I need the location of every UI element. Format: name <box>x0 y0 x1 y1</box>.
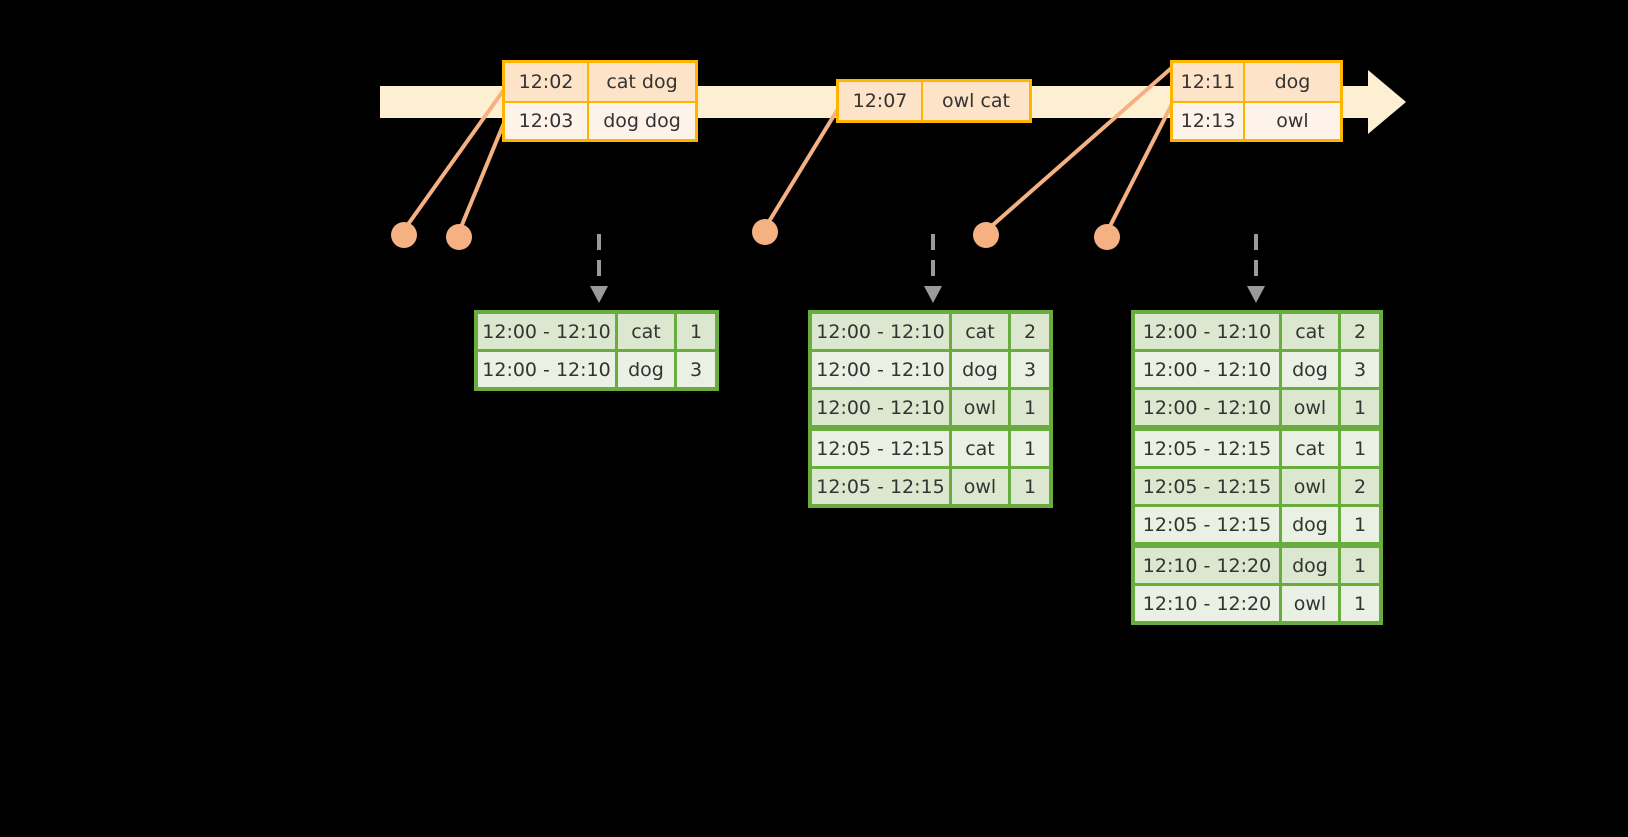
arrow-head-icon <box>1247 286 1265 303</box>
arrow-head-icon <box>924 286 942 303</box>
cell-count: 1 <box>1341 586 1379 621</box>
timeline-event-row[interactable]: 12:02 cat dog <box>505 63 695 101</box>
arrow-shaft <box>931 234 935 292</box>
cell-count: 1 <box>1011 431 1049 466</box>
cell-count: 3 <box>677 352 715 387</box>
dashed-arrow-to-table-3 <box>1247 234 1265 306</box>
arrow-head-icon <box>590 286 608 303</box>
cell-word: cat <box>952 314 1008 349</box>
event-time: 12:11 <box>1173 63 1245 101</box>
cell-count: 2 <box>1341 469 1379 504</box>
cell-word: dog <box>618 352 674 387</box>
connector-dot-1 <box>391 222 417 248</box>
cell-window: 12:10 - 12:20 <box>1135 586 1279 621</box>
timeline-event-row[interactable]: 12:03 dog dog <box>505 101 695 139</box>
cell-window: 12:00 - 12:10 <box>1135 352 1279 387</box>
cell-word: dog <box>952 352 1008 387</box>
cell-window: 12:05 - 12:15 <box>1135 507 1279 542</box>
cell-window: 12:10 - 12:20 <box>1135 548 1279 583</box>
cell-word: dog <box>1282 507 1338 542</box>
timeline-event-group-1[interactable]: 12:02 cat dog 12:03 dog dog <box>502 60 698 142</box>
event-time: 12:07 <box>839 82 923 120</box>
arrow-shaft <box>597 234 601 292</box>
cell-count: 1 <box>1341 548 1379 583</box>
dashed-arrow-to-table-1 <box>590 234 608 306</box>
cell-window: 12:00 - 12:10 <box>812 390 949 425</box>
event-time: 12:02 <box>505 63 589 101</box>
cell-word: owl <box>952 469 1008 504</box>
dashed-arrow-to-table-2 <box>924 234 942 306</box>
event-words: dog <box>1245 63 1340 101</box>
cell-word: owl <box>1282 469 1338 504</box>
connector-dot-4 <box>973 222 999 248</box>
cell-count: 1 <box>1341 431 1379 466</box>
cell-word: cat <box>1282 431 1338 466</box>
cell-word: dog <box>1282 548 1338 583</box>
event-time: 12:03 <box>505 103 589 139</box>
event-time: 12:13 <box>1173 103 1245 139</box>
timeline-arrowhead-icon <box>1368 70 1406 134</box>
cell-word: owl <box>1282 586 1338 621</box>
cell-window: 12:00 - 12:10 <box>1135 314 1279 349</box>
cell-window: 12:00 - 12:10 <box>1135 390 1279 425</box>
cell-word: owl <box>1282 390 1338 425</box>
timeline-event-row[interactable]: 12:13 owl <box>1173 101 1340 139</box>
cell-count: 1 <box>1011 469 1049 504</box>
cell-window: 12:05 - 12:15 <box>812 469 949 504</box>
cell-count: 1 <box>1011 390 1049 425</box>
connector-line-2 <box>457 117 508 233</box>
connector-line-5 <box>1105 101 1175 233</box>
cell-count: 2 <box>1341 314 1379 349</box>
cell-count: 3 <box>1011 352 1049 387</box>
cell-word: cat <box>952 431 1008 466</box>
timeline-event-row[interactable]: 12:11 dog <box>1173 63 1340 101</box>
cell-count: 1 <box>1341 390 1379 425</box>
cell-window: 12:05 - 12:15 <box>812 431 949 466</box>
timeline-event-group-2[interactable]: 12:07 owl cat <box>836 79 1032 123</box>
connector-dot-3 <box>752 219 778 245</box>
event-words: owl cat <box>923 82 1029 120</box>
cell-word: owl <box>952 390 1008 425</box>
connector-dot-5 <box>1094 224 1120 250</box>
cell-count: 1 <box>677 314 715 349</box>
cell-window: 12:00 - 12:10 <box>812 352 949 387</box>
cell-window: 12:00 - 12:10 <box>812 314 949 349</box>
event-words: cat dog <box>589 63 695 101</box>
cell-window: 12:00 - 12:10 <box>478 352 615 387</box>
cell-window: 12:05 - 12:15 <box>1135 431 1279 466</box>
event-words: dog dog <box>589 103 695 139</box>
timeline-event-group-3[interactable]: 12:11 dog 12:13 owl <box>1170 60 1343 142</box>
arrow-shaft <box>1254 234 1258 292</box>
cell-window: 12:00 - 12:10 <box>478 314 615 349</box>
cell-word: cat <box>1282 314 1338 349</box>
cell-word: cat <box>618 314 674 349</box>
event-words: owl <box>1245 103 1340 139</box>
connector-dot-2 <box>446 224 472 250</box>
timeline-event-row[interactable]: 12:07 owl cat <box>839 82 1029 120</box>
connector-line-3 <box>763 102 843 230</box>
cell-count: 1 <box>1341 507 1379 542</box>
cell-word: dog <box>1282 352 1338 387</box>
cell-count: 3 <box>1341 352 1379 387</box>
cell-count: 2 <box>1011 314 1049 349</box>
cell-window: 12:05 - 12:15 <box>1135 469 1279 504</box>
